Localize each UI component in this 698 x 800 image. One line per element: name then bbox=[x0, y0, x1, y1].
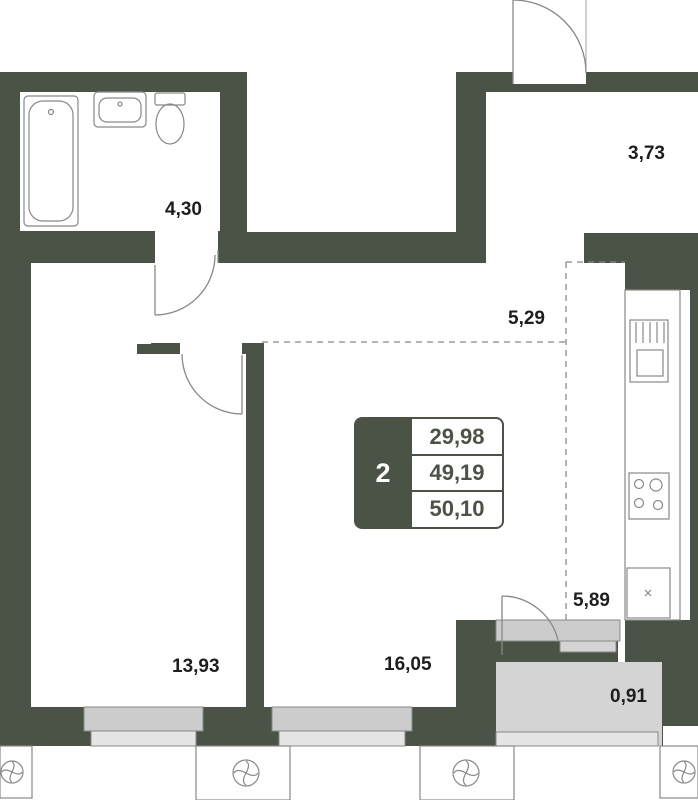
kitchen-sink-icon bbox=[629, 319, 669, 383]
windows bbox=[83, 706, 659, 747]
area-label-bathroom: 4,30 bbox=[165, 199, 202, 220]
room-count: 2 bbox=[375, 457, 391, 488]
separator bbox=[412, 490, 502, 492]
apartment-summary-badge: 2 29,98 49,19 50,10 bbox=[354, 417, 504, 529]
area-label-balcony: 0,91 bbox=[610, 686, 647, 707]
kitchen-counter bbox=[624, 289, 681, 621]
total-area-with-balcony-value: 50,10 bbox=[429, 496, 485, 521]
living-area-value: 29,98 bbox=[429, 424, 485, 449]
area-label-kitchen: 5,89 bbox=[573, 590, 610, 611]
rooms bbox=[20, 92, 698, 707]
doors bbox=[154, 0, 587, 655]
ac-unit-icon bbox=[659, 745, 698, 799]
area-label-storage: 3,73 bbox=[628, 143, 665, 164]
ac-unit-icon bbox=[419, 745, 515, 800]
storage-room bbox=[486, 92, 698, 233]
total-area-value: 49,19 bbox=[429, 460, 485, 485]
ac-unit-icon bbox=[195, 745, 291, 800]
ac-unit-icon bbox=[0, 745, 33, 799]
balcony-window bbox=[495, 619, 621, 642]
area-label-living-room: 16,05 bbox=[384, 654, 432, 675]
area-label-bedroom: 13,93 bbox=[172, 656, 220, 677]
hood-icon bbox=[626, 567, 671, 619]
toilet-icon bbox=[154, 92, 186, 145]
area-label-hallway: 5,29 bbox=[508, 308, 545, 329]
bathroom-room bbox=[20, 92, 220, 231]
zone-dividers bbox=[262, 261, 625, 620]
sink-icon bbox=[93, 91, 147, 128]
stove-icon bbox=[628, 472, 670, 520]
area-values: 29,98 49,19 50,10 bbox=[412, 419, 502, 527]
separator bbox=[412, 454, 502, 456]
bathtub-icon bbox=[23, 95, 79, 227]
bedroom-room-main bbox=[31, 354, 246, 707]
